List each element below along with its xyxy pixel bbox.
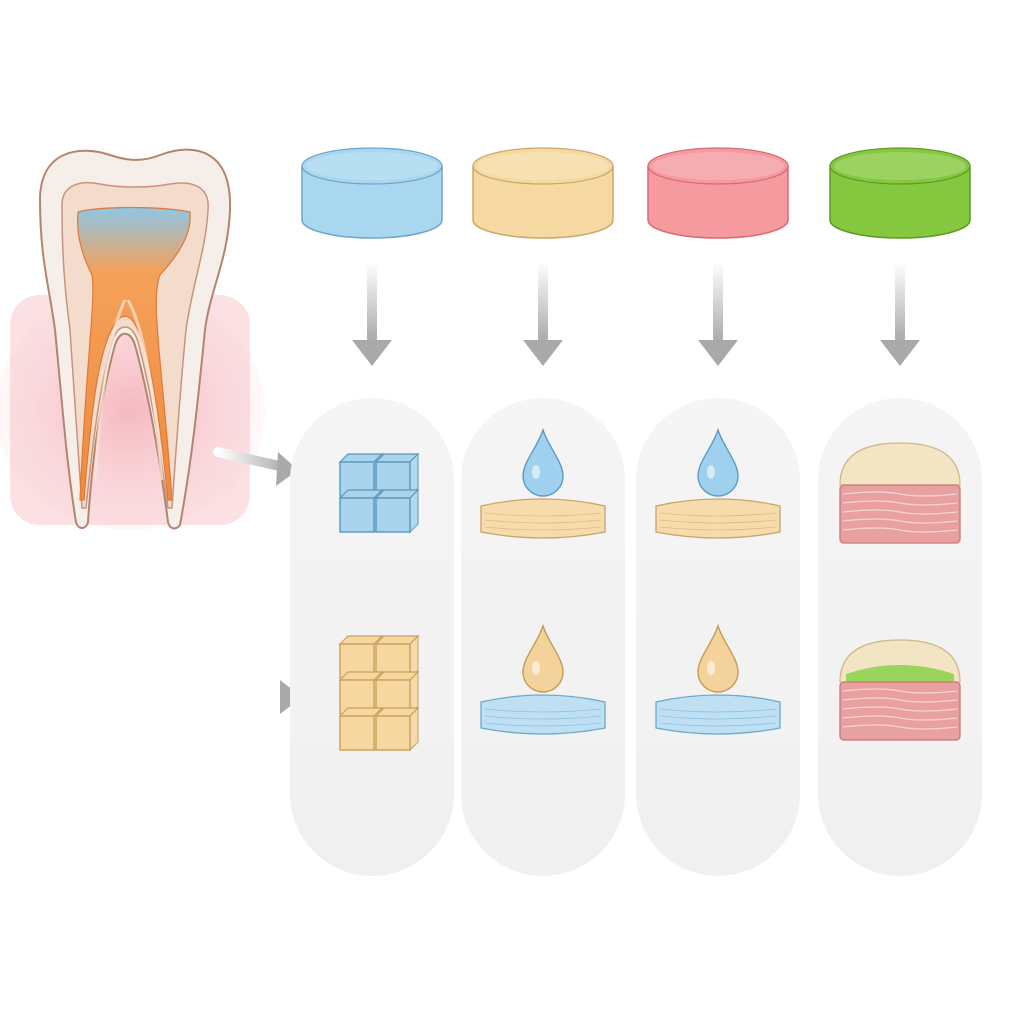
material-disc-red: [647, 147, 789, 239]
tan-drop-on-blue-layer-icon: [480, 623, 606, 735]
side-arrow-bottom: [180, 680, 302, 714]
down-arrow-icon: [352, 262, 392, 366]
layered-tissue-icon: [839, 442, 961, 544]
down-arrow-icon: [880, 262, 920, 366]
tooth-illustration: [0, 148, 265, 530]
blue-drop-on-tan-layer-icon: [655, 427, 781, 539]
down-arrow-icon: [523, 262, 563, 366]
layered-tissue-green-icon: [839, 639, 961, 741]
material-disc-green: [829, 147, 971, 239]
material-column-blue: [290, 147, 454, 876]
tan-drop-on-blue-layer-icon: [655, 623, 781, 735]
tooth-pulp: [77, 206, 191, 501]
blue-cubes-icon: [338, 452, 420, 534]
side-arrow-top: [213, 447, 298, 486]
tooth-canal-highlight: [93, 299, 164, 481]
material-column-green: [818, 147, 982, 876]
material-disc-blue: [301, 147, 443, 239]
material-disc-tan: [472, 147, 614, 239]
material-columns: [290, 147, 982, 876]
material-column-tan: [461, 147, 625, 876]
blue-drop-on-tan-layer-icon: [480, 427, 606, 539]
material-column-red: [636, 147, 800, 876]
down-arrow-icon: [698, 262, 738, 366]
tan-cubes-icon: [338, 634, 420, 752]
